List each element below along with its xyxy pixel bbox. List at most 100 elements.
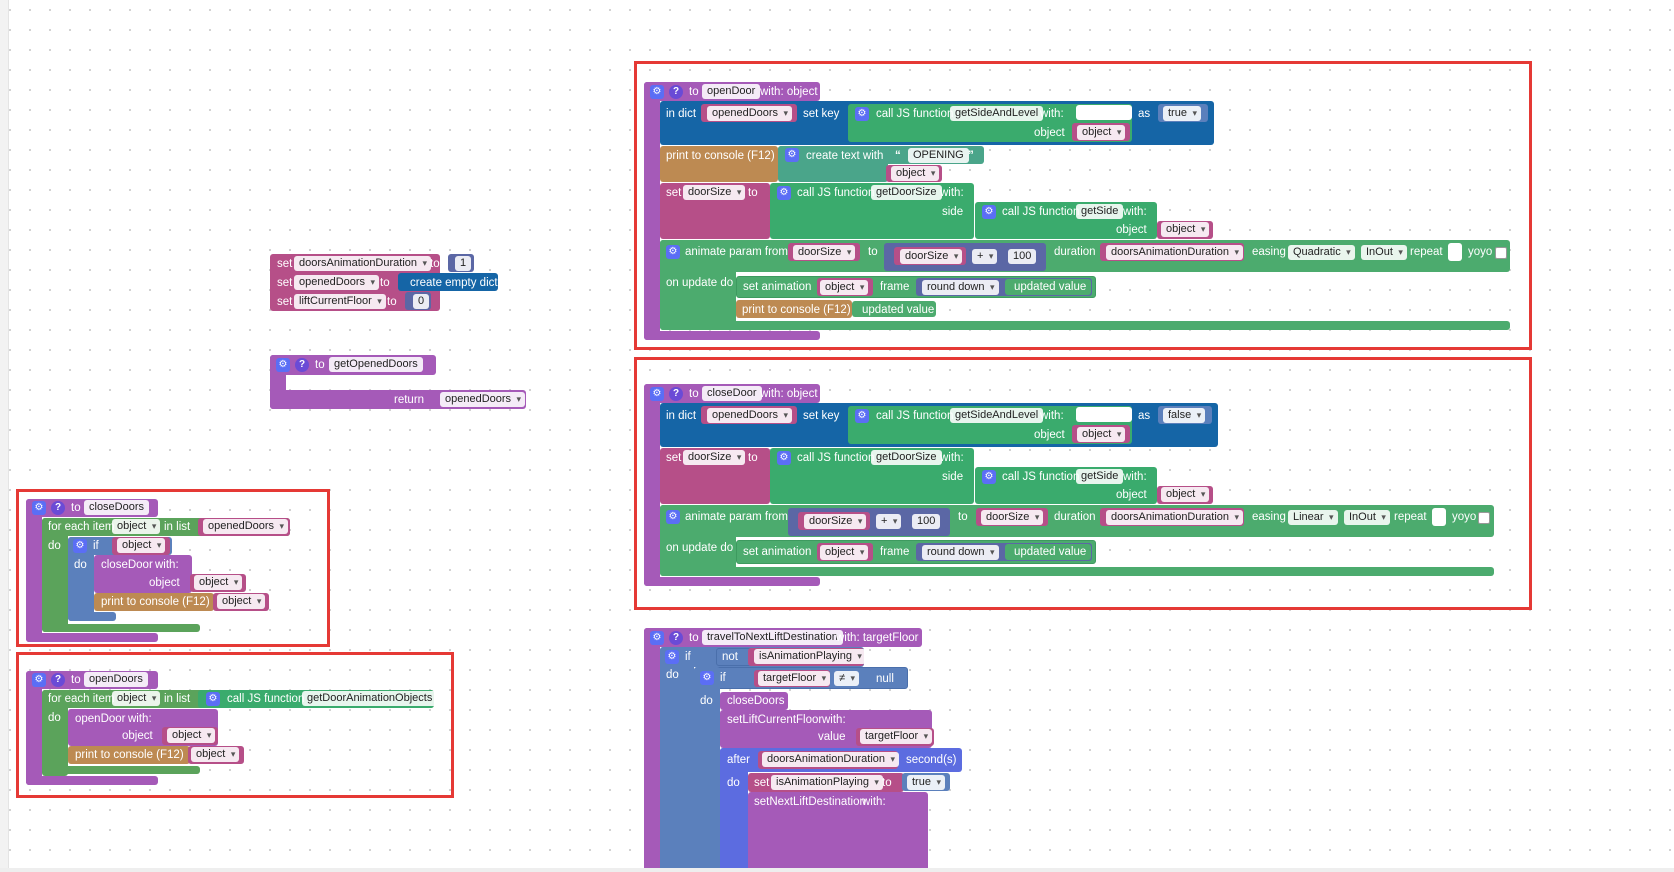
js-function-name[interactable]: getDoorSize	[871, 185, 942, 200]
call-closeDoors-block[interactable]	[720, 692, 788, 710]
var-object[interactable]: object	[1161, 487, 1210, 502]
var-object[interactable]: object	[112, 691, 161, 706]
var-doorsAnimationDuration[interactable]: doorsAnimationDuration	[762, 752, 900, 767]
js-function-name[interactable]: getSide	[1076, 204, 1124, 219]
var-doorsAnimationDuration[interactable]: doorsAnimationDuration	[294, 256, 432, 271]
var-object[interactable]: object	[117, 538, 166, 553]
function-name-field[interactable]: closeDoor	[702, 386, 762, 401]
var-object[interactable]: object	[1161, 222, 1210, 237]
call-setNextLiftDestination-block[interactable]	[748, 792, 928, 872]
empty-slot[interactable]	[1076, 407, 1132, 422]
empty-slot[interactable]	[1076, 105, 1132, 120]
js-function-name[interactable]: getDoorSize	[871, 450, 942, 465]
print-block[interactable]	[736, 300, 852, 318]
var-object[interactable]: object	[820, 545, 869, 560]
var-object[interactable]: object	[217, 594, 266, 609]
var-openedDoors[interactable]: openedDoors	[203, 519, 289, 534]
updated-value-block[interactable]	[852, 301, 936, 317]
bool-true[interactable]: true	[1163, 106, 1201, 121]
call-js-block[interactable]	[975, 202, 1157, 239]
gear-icon[interactable]: ⚙	[777, 186, 791, 200]
var-object[interactable]: object	[820, 280, 869, 295]
gear-icon[interactable]: ⚙	[982, 205, 996, 219]
var-object[interactable]: object	[194, 575, 243, 590]
var-object[interactable]: object	[1077, 125, 1126, 140]
gear-icon[interactable]: ⚙	[700, 671, 714, 685]
number-100[interactable]: 100	[1008, 249, 1037, 264]
gear-icon[interactable]: ⚙	[650, 85, 664, 99]
gear-icon[interactable]: ⚙	[32, 673, 46, 687]
gear-icon[interactable]: ⚙	[777, 451, 791, 465]
help-icon[interactable]: ?	[669, 631, 683, 645]
var-liftCurrentFloor[interactable]: liftCurrentFloor	[294, 294, 386, 309]
bool-false[interactable]: false	[1163, 408, 1206, 423]
yoyo-checkbox[interactable]	[1495, 247, 1507, 259]
var-object[interactable]: object	[891, 166, 940, 181]
js-function-name[interactable]: getSideAndLevel	[950, 408, 1044, 423]
updated-value-block[interactable]	[1005, 279, 1091, 295]
js-function-name[interactable]: getSideAndLevel	[950, 106, 1044, 121]
print-block[interactable]	[94, 593, 214, 611]
gear-icon[interactable]: ⚙	[855, 107, 869, 121]
gear-icon[interactable]: ⚙	[650, 387, 664, 401]
var-object[interactable]: object	[167, 728, 216, 743]
workspace-horizontal-scrollbar[interactable]	[0, 868, 1674, 872]
js-function-name[interactable]: getDoorAnimationObjects	[302, 691, 438, 706]
create-empty-dict-block[interactable]	[398, 273, 498, 291]
gear-icon[interactable]: ⚙	[206, 692, 220, 706]
number-0[interactable]: 0	[413, 294, 430, 309]
gear-icon[interactable]: ⚙	[785, 148, 799, 162]
easing-type-dropdown[interactable]: Linear	[1288, 510, 1338, 525]
call-closeDoor-block[interactable]	[94, 555, 192, 593]
gear-icon[interactable]: ⚙	[665, 650, 679, 664]
var-doorSize[interactable]: doorSize	[793, 245, 856, 260]
gear-icon[interactable]: ⚙	[650, 631, 664, 645]
var-targetFloor[interactable]: targetFloor	[860, 729, 933, 744]
var-openedDoors[interactable]: openedDoors	[707, 106, 793, 121]
round-mode-dropdown[interactable]: round down	[922, 280, 999, 295]
function-name-field[interactable]: travelToNextLiftDestination	[702, 630, 843, 645]
null-literal[interactable]: null	[876, 673, 894, 685]
gear-icon[interactable]: ⚙	[666, 510, 680, 524]
yoyo-checkbox[interactable]	[1478, 512, 1490, 524]
easing-mode-dropdown[interactable]: InOut	[1361, 245, 1407, 260]
var-doorsAnimationDuration[interactable]: doorsAnimationDuration	[1106, 510, 1244, 525]
gear-icon[interactable]: ⚙	[982, 470, 996, 484]
var-doorSize[interactable]: doorSize	[900, 249, 963, 264]
var-object[interactable]: object	[191, 747, 240, 762]
var-doorSize[interactable]: doorSize	[683, 185, 746, 200]
var-doorsAnimationDuration[interactable]: doorsAnimationDuration	[1106, 245, 1244, 260]
gear-icon[interactable]: ⚙	[666, 245, 680, 259]
function-name-field[interactable]: openDoors	[84, 672, 148, 687]
operator-plus[interactable]: +	[972, 249, 998, 264]
gear-icon[interactable]: ⚙	[73, 539, 87, 553]
help-icon[interactable]: ?	[51, 501, 65, 515]
operator-plus[interactable]: +	[876, 514, 902, 529]
var-isAnimationPlaying[interactable]: isAnimationPlaying	[754, 649, 866, 664]
var-doorSize[interactable]: doorSize	[683, 450, 746, 465]
var-openedDoors[interactable]: openedDoors	[707, 408, 793, 423]
var-openedDoors[interactable]: openedDoors	[440, 392, 526, 407]
gear-icon[interactable]: ⚙	[276, 358, 290, 372]
bool-true[interactable]: true	[907, 775, 945, 790]
easing-mode-dropdown[interactable]: InOut	[1344, 510, 1390, 525]
var-object[interactable]: object	[112, 519, 161, 534]
help-icon[interactable]: ?	[669, 387, 683, 401]
number-100[interactable]: 100	[912, 514, 941, 529]
var-openedDoors[interactable]: openedDoors	[294, 275, 380, 290]
var-doorSize[interactable]: doorSize	[804, 514, 867, 529]
var-doorSize[interactable]: doorSize	[981, 510, 1044, 525]
var-isAnimationPlaying[interactable]: isAnimationPlaying	[771, 775, 883, 790]
print-block[interactable]	[68, 746, 190, 764]
js-function-name[interactable]: getSide	[1076, 469, 1124, 484]
print-block[interactable]	[660, 146, 778, 182]
function-name-field[interactable]: closeDoors	[84, 500, 150, 515]
repeat-slot[interactable]	[1432, 508, 1446, 526]
number-1[interactable]: 1	[455, 256, 472, 271]
easing-type-dropdown[interactable]: Quadratic	[1288, 245, 1355, 260]
help-icon[interactable]: ?	[295, 358, 309, 372]
text-literal[interactable]: OPENING	[908, 148, 969, 163]
help-icon[interactable]: ?	[669, 85, 683, 99]
repeat-slot[interactable]	[1448, 243, 1462, 261]
round-mode-dropdown[interactable]: round down	[922, 545, 999, 560]
